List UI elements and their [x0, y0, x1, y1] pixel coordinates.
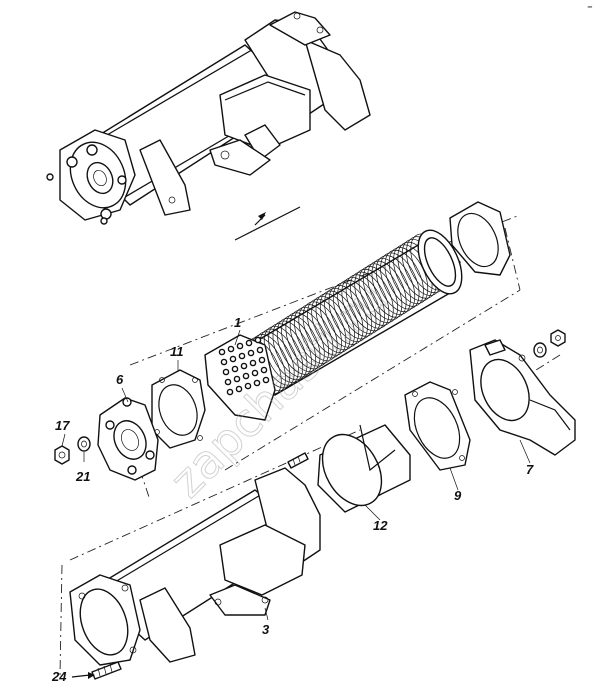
bellows-rib — [281, 315, 321, 372]
tube-hole — [260, 366, 268, 374]
tube-hole — [218, 348, 226, 356]
label-part-1: 1 — [234, 315, 241, 330]
nut-17 — [54, 445, 70, 465]
section-arrow — [234, 206, 301, 241]
gasket-top-right — [449, 201, 511, 276]
bellows-rib — [367, 260, 407, 318]
corner-mark: ⁻ — [586, 4, 593, 15]
bellows-rib — [362, 263, 403, 321]
tube-hole — [242, 372, 250, 380]
bellows-rib — [324, 288, 364, 345]
tube-hole — [227, 345, 235, 353]
bellows-rib — [358, 266, 398, 323]
tube-hole — [233, 375, 241, 383]
stud-upper — [287, 452, 309, 469]
end-cover-6 — [97, 397, 159, 481]
washer-21 — [77, 436, 91, 452]
tube-hole — [249, 359, 257, 367]
bellows-rib — [384, 249, 424, 307]
bellows-rib — [285, 312, 325, 370]
tube-hole — [226, 388, 234, 396]
tube-hole — [238, 352, 246, 360]
bellows-rib — [341, 277, 381, 334]
alignment-line-left — [59, 564, 63, 676]
housing-3 — [69, 467, 321, 666]
tube-hole — [231, 365, 239, 373]
tube-hole — [251, 369, 259, 377]
bellows-rib — [375, 255, 416, 313]
tube-hole — [245, 339, 253, 347]
bellows-rib — [306, 298, 347, 356]
tube-hole — [244, 382, 252, 390]
bellows-rib — [337, 279, 377, 337]
label-part-24: 24 — [51, 669, 67, 684]
tube-hole — [235, 385, 243, 393]
bellows-rib — [332, 282, 373, 340]
bellows-rib — [311, 296, 351, 353]
bellows-rib — [350, 271, 390, 329]
alignment-line-mid — [224, 289, 521, 471]
tube-hole — [222, 368, 230, 376]
gasket-9 — [404, 381, 471, 471]
bellows-rib — [319, 290, 360, 348]
bellows-rib — [294, 307, 334, 364]
bellows-rib — [345, 274, 386, 332]
bellows-rib — [371, 258, 411, 315]
label-part-12: 12 — [373, 518, 388, 533]
sleeve-12 — [317, 424, 411, 513]
leader-lines — [61, 329, 531, 621]
washer-right — [533, 342, 547, 358]
tube-hole — [247, 349, 255, 357]
tube-hole — [262, 376, 270, 384]
stud-24 — [71, 661, 122, 680]
bellows-rib — [380, 252, 420, 310]
tube-hole — [240, 362, 248, 370]
bellows-rib — [276, 317, 317, 375]
heat-exchanger-core — [204, 229, 463, 421]
label-part-6: 6 — [116, 372, 124, 387]
label-part-17: 17 — [55, 418, 70, 433]
alignment-line-low — [69, 429, 361, 561]
bellows-rib — [272, 320, 312, 378]
bellows-rib — [268, 323, 308, 381]
tube-hole — [220, 358, 228, 366]
assembled-oil-cooler — [46, 11, 371, 225]
label-part-21: 21 — [75, 469, 90, 484]
tube-hole — [253, 379, 261, 387]
tube-hole — [254, 336, 262, 344]
bellows-rib — [289, 309, 330, 367]
tube-hole — [236, 342, 244, 350]
label-part-7: 7 — [526, 462, 534, 477]
bellows-rib — [315, 293, 355, 351]
tube-hole — [256, 346, 264, 354]
bellows-rib — [302, 301, 342, 359]
nut-right — [550, 329, 566, 347]
label-part-3: 3 — [262, 622, 270, 637]
gasket-11 — [151, 369, 206, 449]
bellows-rib — [298, 304, 338, 362]
bellows-rib — [328, 285, 368, 342]
label-part-11: 11 — [170, 344, 184, 359]
tube-hole — [229, 355, 237, 363]
tube-hole — [258, 356, 266, 364]
end-housing-7 — [469, 339, 576, 456]
label-part-9: 9 — [454, 488, 462, 503]
bellows-rib — [354, 268, 394, 326]
tube-hole — [224, 378, 232, 386]
